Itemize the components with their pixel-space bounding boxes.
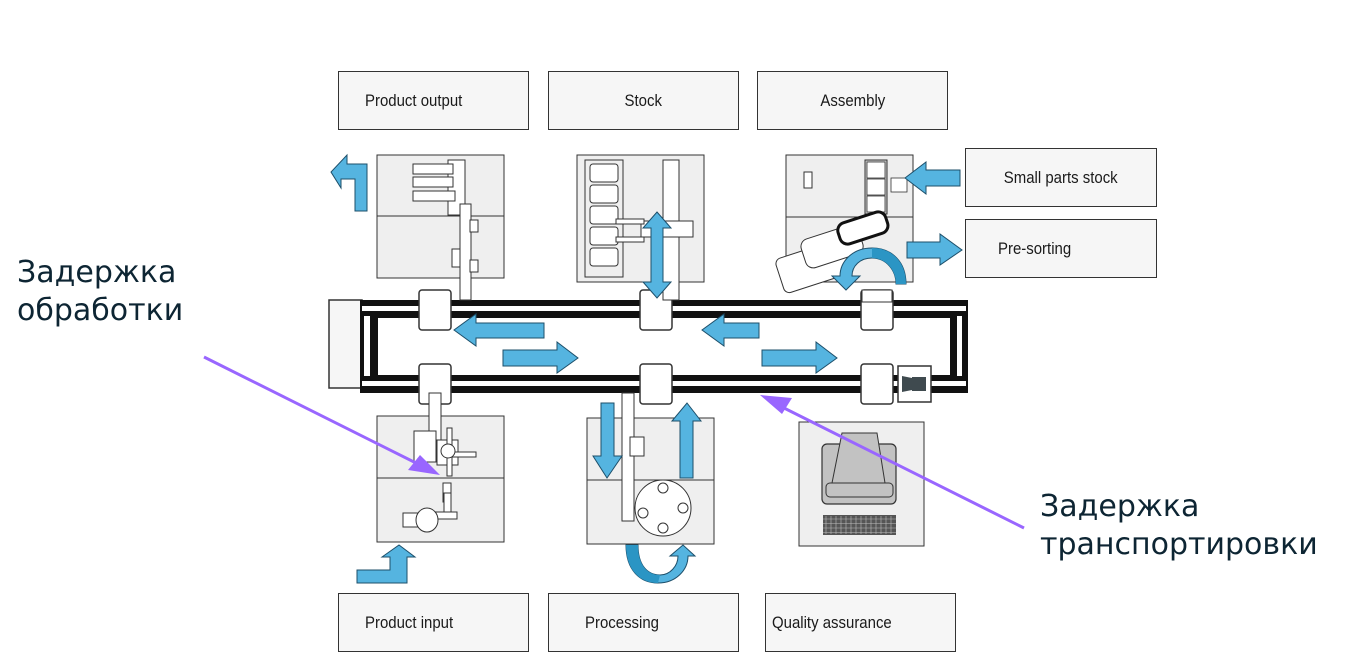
label-quality-assurance: Quality assurance xyxy=(765,593,956,652)
arrow-right-icon xyxy=(761,340,838,374)
label-processing: Processing xyxy=(548,593,739,652)
keyboard-icon xyxy=(823,515,896,535)
label-text: Pre-sorting xyxy=(998,238,1072,258)
transport-delay-annotation: Задержка транспортировки xyxy=(1040,488,1318,564)
stock-machine xyxy=(576,154,705,301)
carrier xyxy=(639,363,673,405)
annotation-line-1: Задержка xyxy=(17,255,177,290)
input-arrow-icon xyxy=(356,544,417,584)
label-text: Stock xyxy=(624,90,663,110)
transport-delay-arrowhead xyxy=(760,395,792,414)
label-text: Processing xyxy=(585,612,660,632)
processing-delay-pointer xyxy=(203,355,431,472)
label-product-input: Product input xyxy=(338,593,529,652)
label-product-output: Product output xyxy=(338,71,529,130)
label-text: Quality assurance xyxy=(772,612,892,632)
vertical-double-arrow-icon xyxy=(641,211,673,299)
label-assembly: Assembly xyxy=(757,71,948,130)
annotation-line-2: транспортировки xyxy=(1040,527,1318,562)
quality-assurance-machine xyxy=(798,421,925,547)
camera-icon xyxy=(902,376,926,392)
arrow-left-icon xyxy=(701,313,760,347)
arrow-down-icon xyxy=(592,402,623,479)
product-input-machine xyxy=(356,392,505,584)
assembly-machine xyxy=(775,154,963,303)
label-text: Product input xyxy=(365,612,454,632)
label-text: Small parts stock xyxy=(1004,167,1118,187)
processing-delay-arrowhead xyxy=(408,455,440,475)
label-stock: Stock xyxy=(548,71,739,130)
arrow-up-icon xyxy=(670,402,703,479)
carrier xyxy=(418,289,452,331)
arrow-right-icon xyxy=(906,233,963,266)
output-arrow-icon xyxy=(330,153,368,212)
carrier xyxy=(860,363,894,405)
processing-delay-annotation: Задержка обработки xyxy=(17,254,183,330)
label-text: Product output xyxy=(365,90,463,110)
label-pre-sorting: Pre-sorting xyxy=(965,219,1157,278)
label-text: Assembly xyxy=(820,90,885,110)
arrow-left-icon xyxy=(453,313,545,347)
rotary-table xyxy=(634,479,692,537)
arrow-left-icon xyxy=(904,160,961,196)
flow-arrows xyxy=(453,313,838,374)
label-small-parts-stock: Small parts stock xyxy=(965,148,1157,207)
arrow-right-icon xyxy=(502,340,579,374)
processing-machine xyxy=(586,392,715,584)
annotation-line-2: обработки xyxy=(17,293,184,328)
carriers xyxy=(418,289,932,405)
product-output-machine xyxy=(330,153,505,301)
conveyor-end-block xyxy=(328,299,363,389)
transport-delay-pointer xyxy=(771,400,1025,530)
annotation-line-1: Задержка xyxy=(1040,489,1200,524)
